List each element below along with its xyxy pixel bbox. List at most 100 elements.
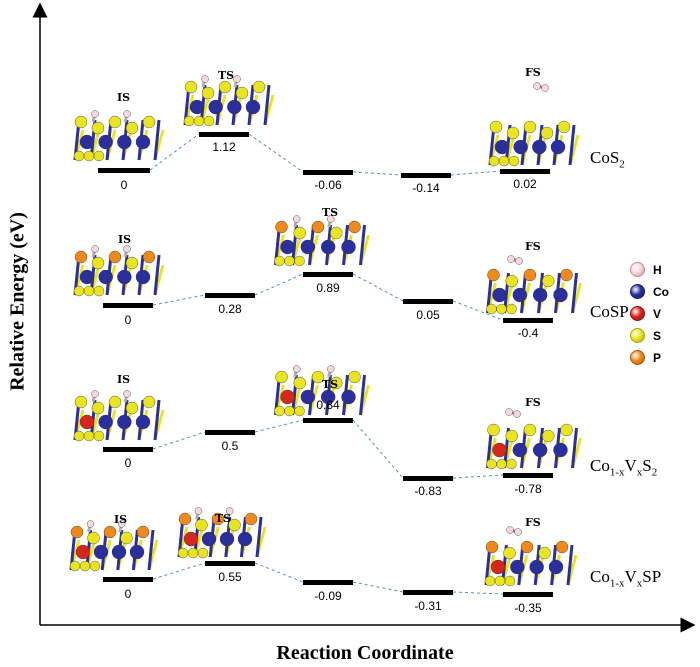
atom-icon (488, 155, 500, 167)
atom-icon (541, 84, 549, 92)
atom-icon (490, 559, 506, 575)
atom-icon (485, 540, 499, 554)
atom-icon (111, 544, 127, 560)
atom-icon (557, 120, 571, 134)
energy-level-bar (205, 430, 255, 435)
atom-icon (533, 82, 541, 90)
energy-level-bar (303, 272, 353, 277)
atom-icon (341, 239, 356, 255)
atom-icon (98, 134, 113, 150)
legend-dot-icon (630, 262, 645, 277)
legend-item-v: V (630, 306, 661, 321)
atom-icon (505, 408, 513, 416)
atom-icon (201, 86, 215, 100)
atom-icon (87, 531, 100, 545)
atom-icon (506, 303, 517, 315)
atom-icon (125, 256, 139, 270)
bond-line (153, 399, 161, 441)
atom-icon (83, 150, 95, 162)
atom-icon (189, 99, 205, 115)
atom-icon (540, 126, 554, 140)
molecule-illustrations (69, 75, 582, 587)
atom-icon (91, 245, 99, 253)
state-label-ts: TS (322, 378, 339, 391)
energy-level-bar (103, 577, 153, 582)
energy-level-bar (205, 561, 255, 566)
legend-item-h: H (630, 262, 662, 277)
atom-icon (120, 531, 133, 545)
atom-icon (275, 220, 288, 234)
atom-icon (484, 575, 496, 587)
legend-label: V (653, 306, 662, 321)
bond-line (359, 374, 366, 416)
atom-icon (183, 115, 195, 127)
energy-value: -0.06 (314, 178, 342, 192)
atom-icon (512, 442, 528, 458)
atom-icon (184, 80, 198, 94)
atom-icon (560, 268, 573, 282)
connector-line (450, 170, 501, 176)
atom-icon (327, 365, 335, 373)
energy-level-bar (503, 473, 553, 478)
atom-icon (275, 370, 288, 384)
atom-icon (177, 547, 189, 559)
energy-level-bar (503, 592, 553, 597)
bond-line (147, 529, 155, 571)
state-label-fs: FS (525, 396, 541, 409)
atom-icon (91, 390, 99, 398)
energy-value: 0.55 (218, 570, 242, 584)
atom-icon (508, 155, 520, 167)
atom-icon (123, 110, 131, 118)
legend-dot-icon (630, 328, 645, 343)
atom-icon (91, 256, 105, 270)
atom-icon (294, 405, 305, 417)
atom-icon (117, 520, 126, 528)
atom-icon (542, 429, 555, 443)
connector-line (452, 300, 504, 321)
atom-icon (142, 250, 156, 264)
atom-icon (293, 376, 306, 390)
atom-icon (348, 370, 361, 384)
atom-icon (103, 525, 117, 539)
atom-icon (506, 458, 517, 470)
atom-icon (117, 134, 132, 150)
atom-icon (311, 370, 325, 384)
atom-icon (75, 544, 91, 560)
atom-icon (197, 547, 209, 559)
atom-icon (513, 139, 528, 155)
energy-value: 0.28 (218, 302, 242, 316)
bond-line (153, 119, 161, 161)
state-label-ts: TS (215, 512, 232, 525)
atom-icon (284, 405, 295, 417)
energy-level-bar (403, 476, 453, 481)
atom-icon (523, 120, 537, 134)
connector-line (352, 581, 404, 593)
energy-value: 0.5 (221, 439, 239, 453)
connector-line (149, 133, 200, 171)
atom-icon (194, 507, 203, 515)
atom-icon (514, 528, 522, 536)
y-axis-label: Relative Energy (eV) (6, 212, 29, 391)
bond-line (566, 544, 574, 586)
atom-icon (86, 520, 95, 528)
atom-icon (83, 285, 95, 297)
atom-icon (523, 423, 537, 437)
atom-icon (293, 215, 301, 223)
atom-icon (280, 389, 295, 405)
atom-icon (505, 429, 518, 443)
state-label-ts: TS (322, 206, 339, 219)
atom-icon (487, 423, 500, 437)
atom-icon (228, 518, 241, 532)
connector-line (352, 273, 404, 302)
atom-icon (135, 269, 151, 285)
atom-icon (489, 120, 503, 134)
energy-value: 0.05 (416, 308, 440, 322)
legend-label: H (653, 262, 662, 277)
connector-line (152, 294, 206, 306)
atom-icon (211, 512, 225, 526)
atom-icon (504, 575, 516, 587)
energy-level-bar (199, 132, 249, 137)
atom-icon (237, 531, 253, 547)
atom-icon (91, 121, 105, 135)
